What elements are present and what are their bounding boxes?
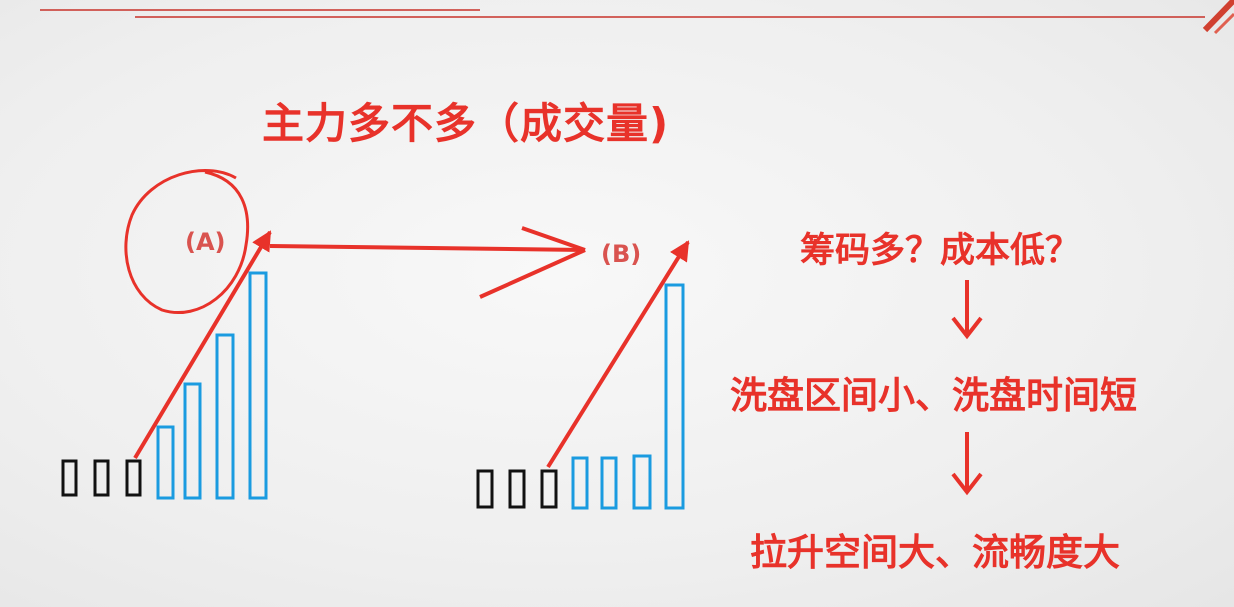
- flow-step-1: 筹码多？成本低？: [800, 231, 1081, 271]
- bar-black: [508, 469, 526, 509]
- label-b: (B): [601, 240, 642, 268]
- bar-blue: [632, 454, 652, 510]
- bar-blue: [600, 456, 618, 510]
- connector-arrow: [269, 226, 586, 299]
- bar-blue: [215, 333, 235, 500]
- bar-black: [125, 459, 142, 497]
- circle-annotation: [124, 169, 250, 314]
- diagram-b-bars: [476, 283, 685, 510]
- bar-blue: [248, 271, 268, 500]
- diagram-a-bars: [61, 271, 268, 500]
- bar-blue: [571, 456, 589, 510]
- flow-step-2: 洗盘区间小、洗盘时间短: [730, 374, 1137, 417]
- slide-title: 主力多不多（成交量): [262, 99, 670, 148]
- bar-black: [93, 459, 110, 497]
- bar-black: [540, 469, 558, 509]
- flow-step-3: 拉升空间大、流畅度大: [750, 531, 1120, 574]
- bar-black: [476, 469, 494, 509]
- label-a: (A): [185, 228, 226, 256]
- bar-black: [61, 459, 78, 497]
- top-decoration: [40, 0, 1234, 35]
- flow-arrow-down-2: [951, 432, 983, 496]
- bar-blue: [183, 382, 202, 500]
- flow-arrow-down-1: [951, 280, 983, 340]
- diagram-a-arrow: [133, 230, 272, 460]
- diagram-b-arrow: [546, 240, 690, 469]
- bar-blue: [156, 425, 175, 500]
- bar-blue: [664, 283, 685, 510]
